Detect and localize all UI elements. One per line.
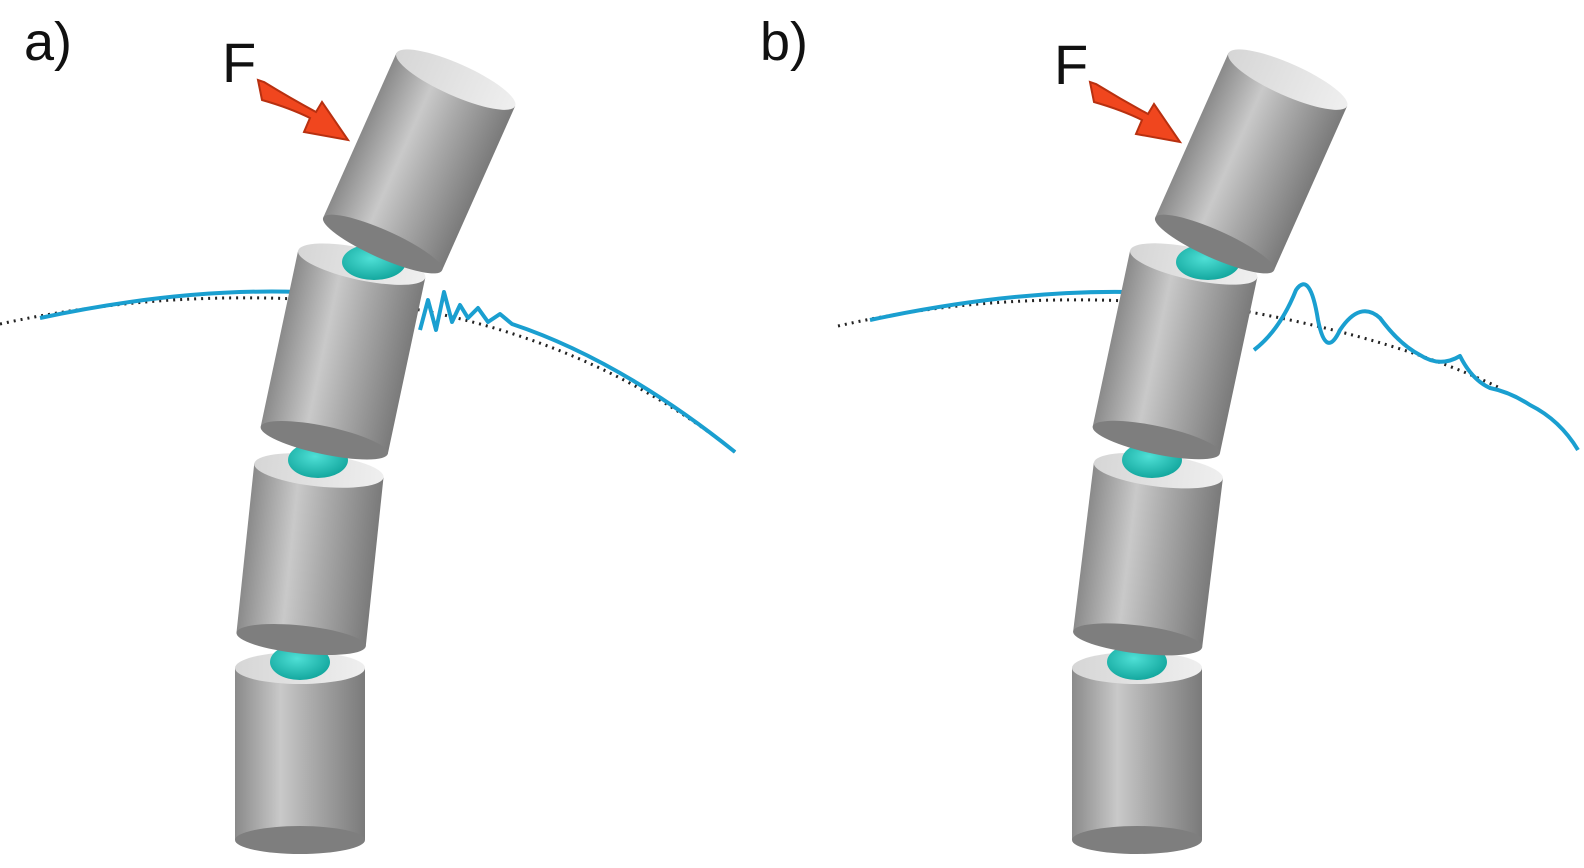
panel-a-reference-path [0,296,736,454]
panel-a-force-label: F [222,31,256,94]
panel-a-cylinder-1 [235,652,365,854]
panel-a-cylinder-2 [236,453,384,656]
panel-b-label: b) [760,12,808,72]
panel-b-trajectory-tail [1252,282,1580,452]
panel-a-trajectory [39,289,301,320]
panel-b-cylinder-1 [1072,652,1202,854]
panel-a-cylinder-4 [322,49,516,274]
panel-b-cylinder-2 [1073,452,1223,656]
panel-a-label: a) [24,12,72,72]
panel-a-trajectory-tail [418,290,737,454]
panel-b-force-arrow [1088,80,1183,144]
panel-a-force-arrow [256,78,351,142]
panel-a: a) F [0,12,737,854]
panel-b: b) F [760,12,1580,854]
panel-a-cylinder-3 [260,243,426,460]
panel-b-force-label: F [1054,33,1088,96]
panel-b-trajectory [869,289,1131,322]
panel-b-cylinder-4 [1154,49,1348,274]
